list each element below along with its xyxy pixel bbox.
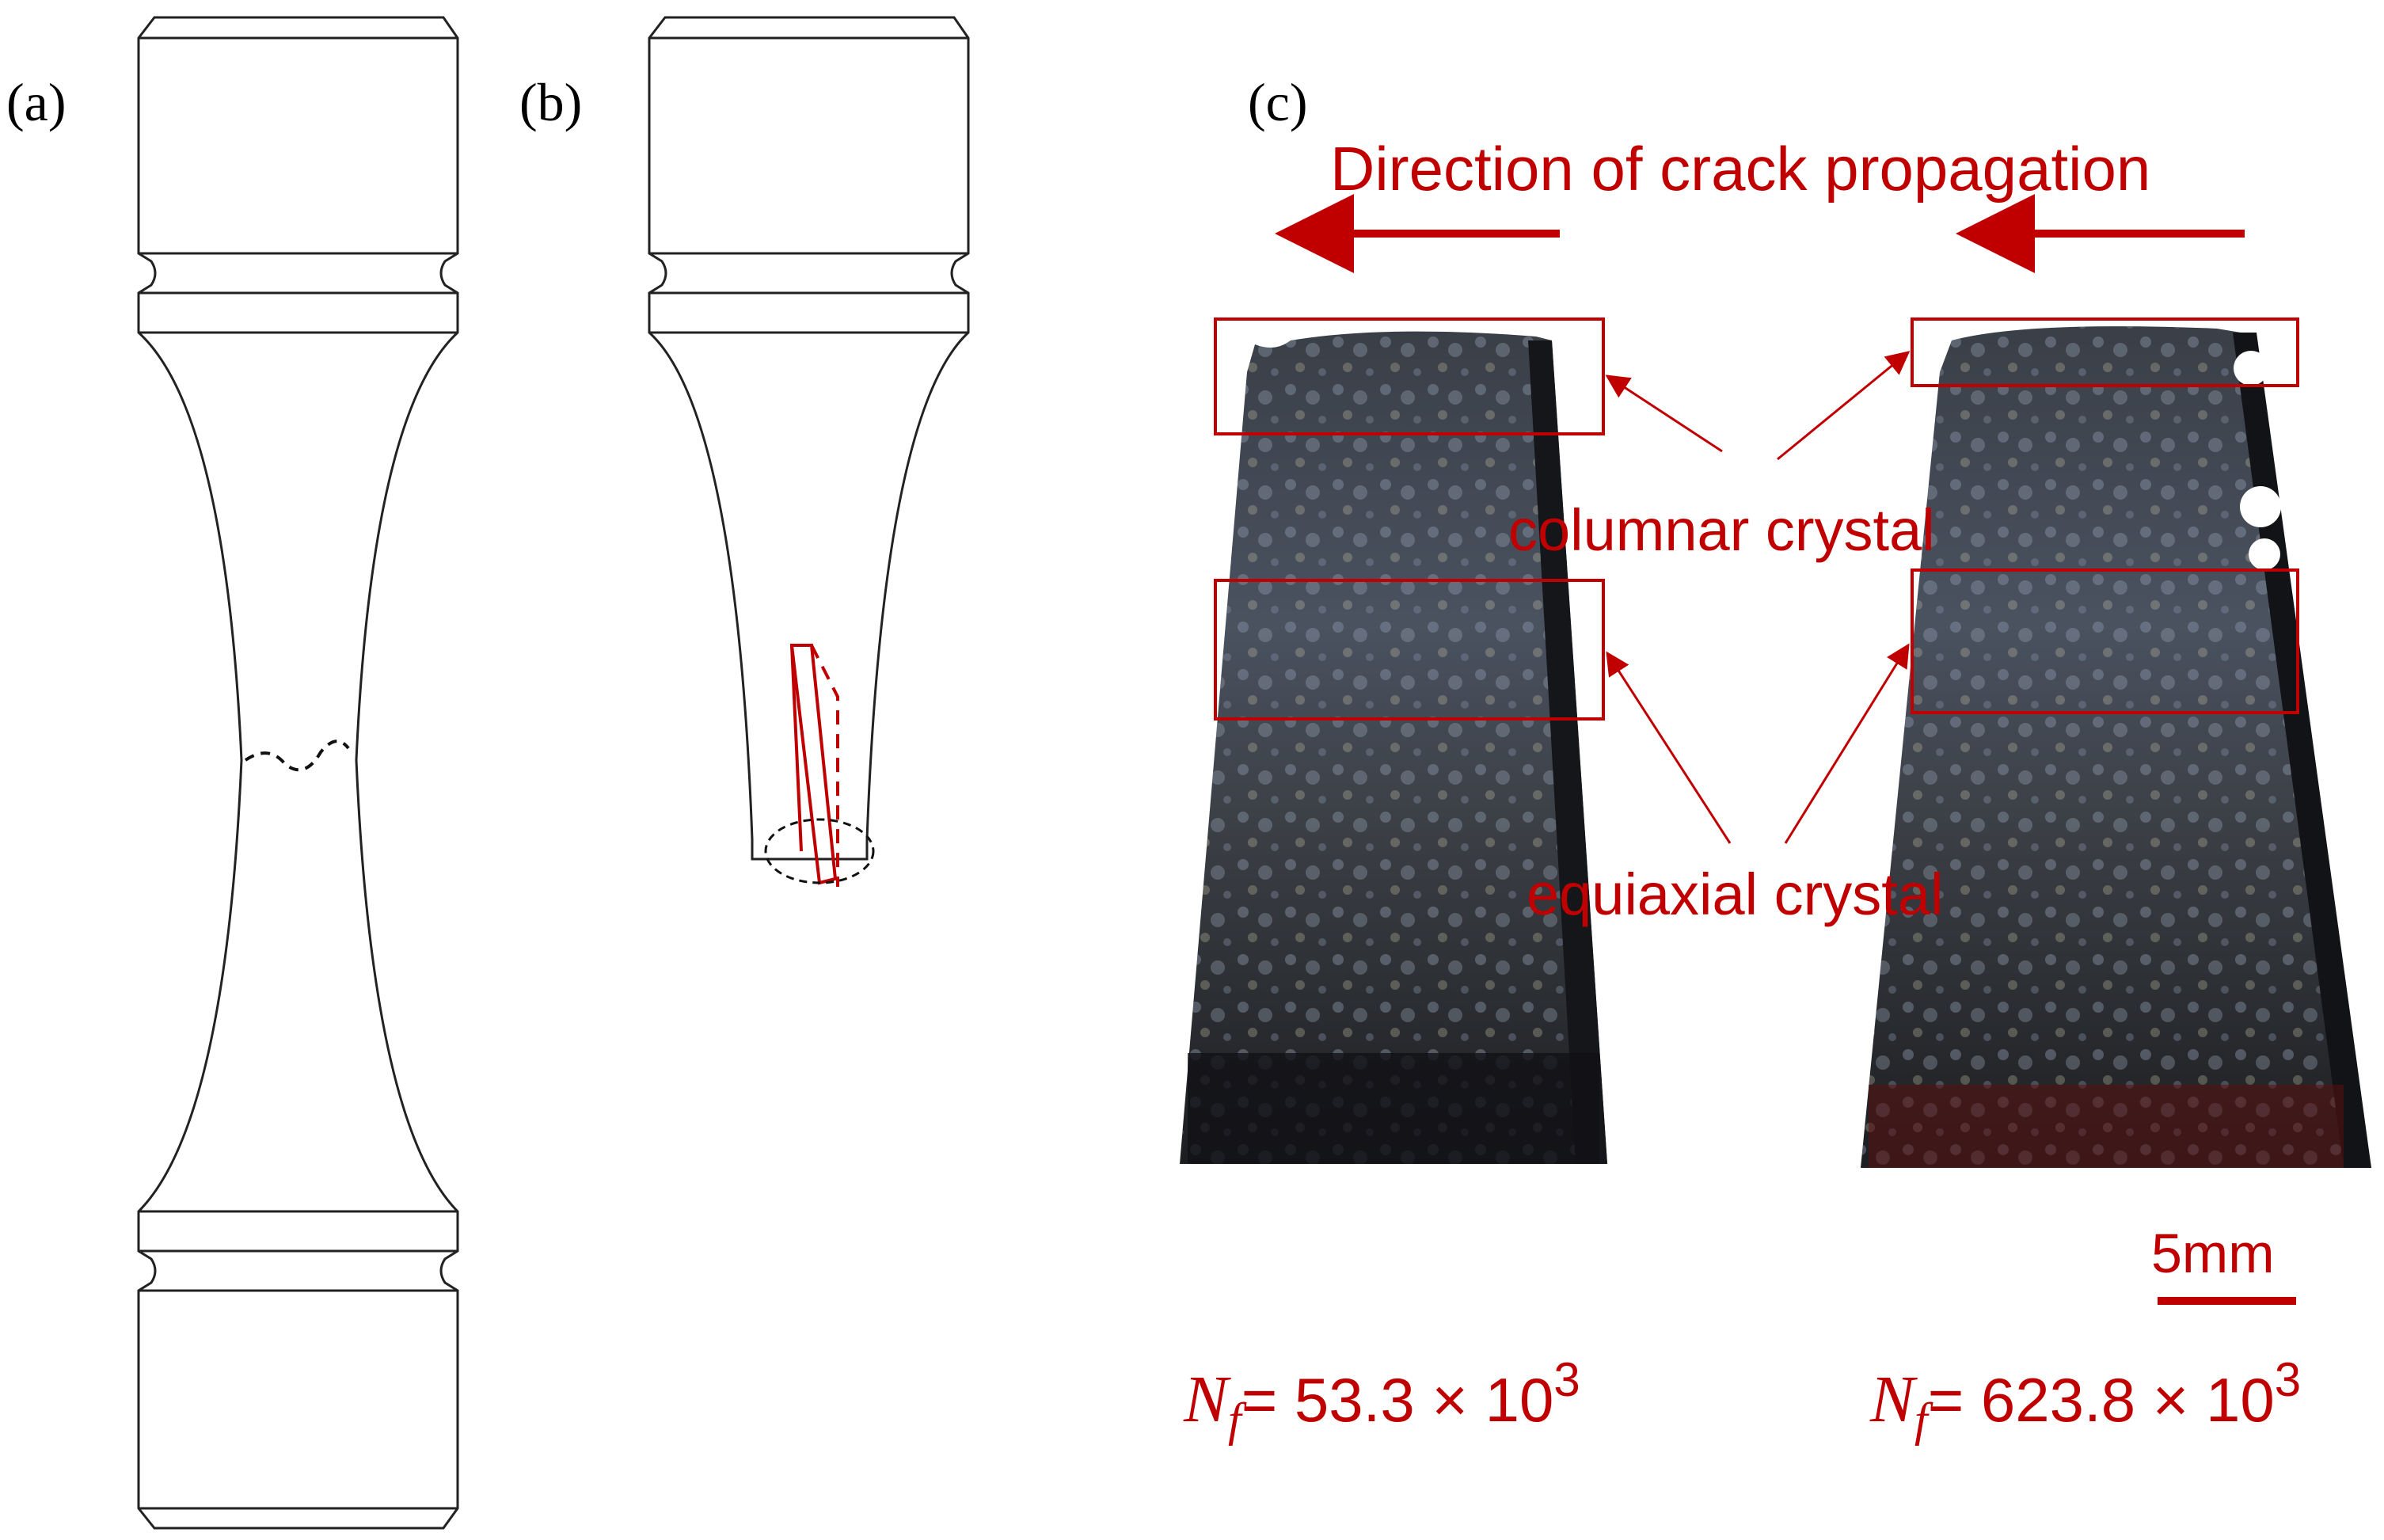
panel-label-a: (a) [6,72,66,132]
fracture-photo-right [1861,326,2371,1169]
cycles-left: Nf= 53.3 × 103 [1183,1353,1580,1446]
cycles-right: Nf= 623.8 × 103 [1869,1353,2301,1446]
columnar-box-left [1214,318,1605,435]
specimen-a [137,16,459,1530]
panel-label-b: (b) [519,72,582,132]
equiaxial-box-right [1911,568,2299,714]
section-ellipse [764,818,875,884]
section-plane [789,644,838,885]
direction-label: Direction of crack propagation [1330,134,2150,203]
columnar-box-right [1911,318,2299,387]
equiaxial-label: equiaxial crystal [1527,861,1943,927]
specimen-b [648,16,970,887]
panel-label-c: (c) [1248,72,1307,132]
panel-c: Direction of crack propagation [1180,134,2371,1446]
scale-label: 5mm [2151,1222,2275,1284]
crack-line [244,740,350,772]
columnar-label: columnar crystal [1508,497,1935,563]
equiaxial-box-left [1214,579,1605,721]
fracture-photo-left [1180,331,1607,1165]
